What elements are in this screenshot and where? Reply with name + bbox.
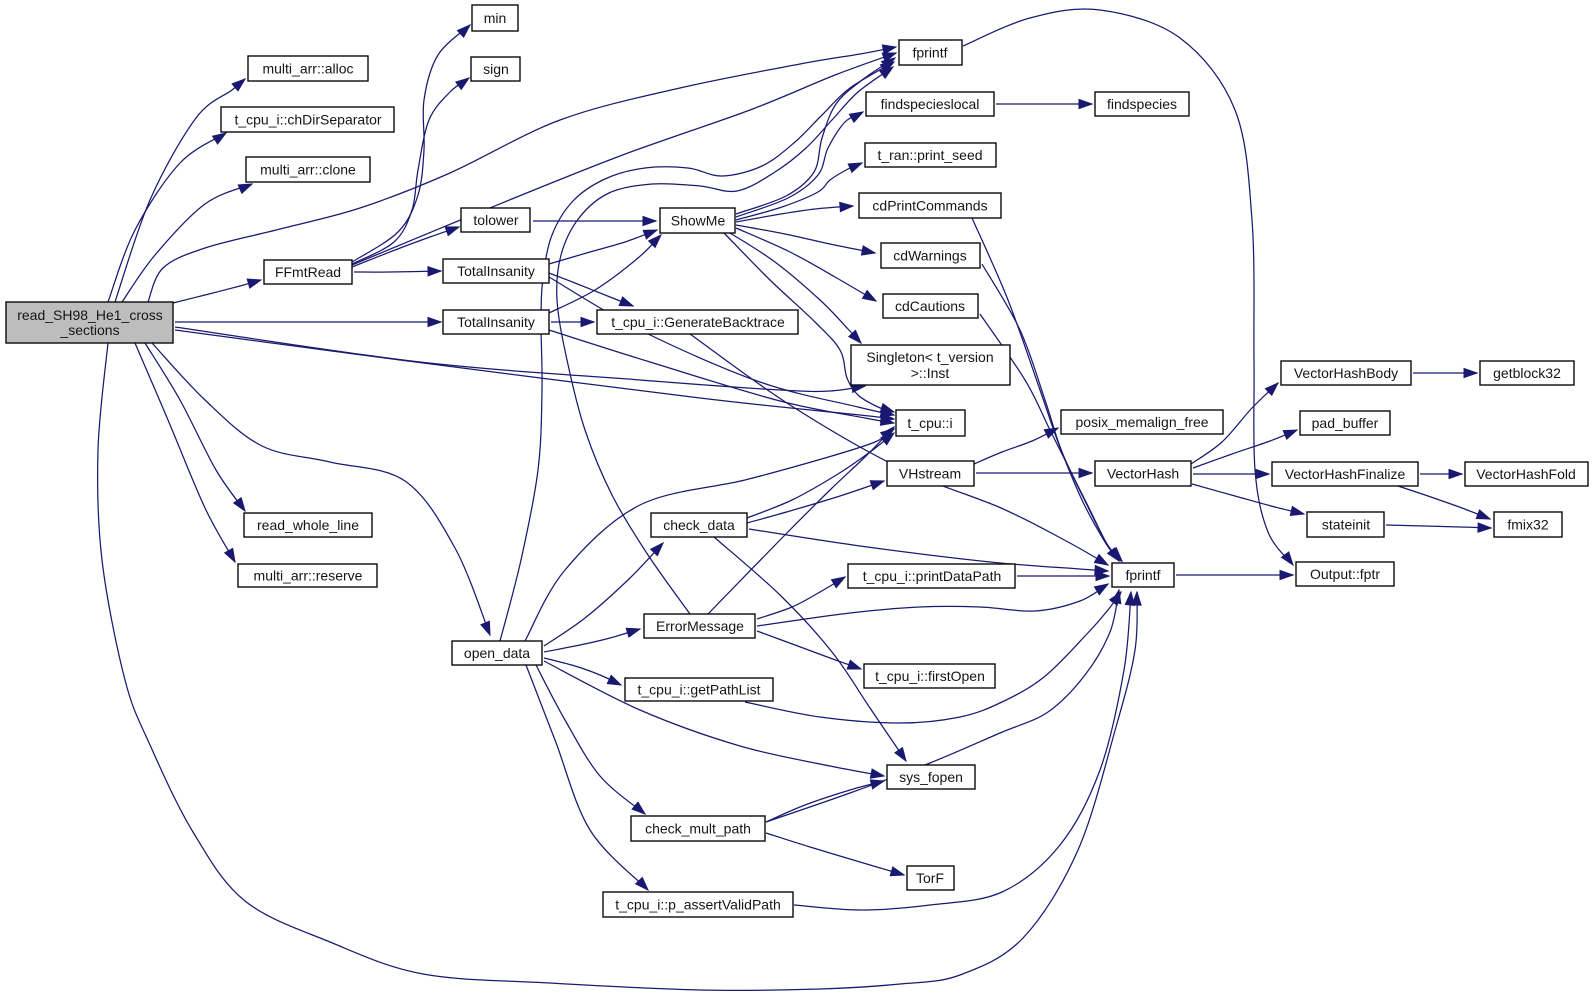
svg-text:VectorHashFinalize: VectorHashFinalize bbox=[1285, 466, 1406, 482]
svg-text:TorF: TorF bbox=[916, 870, 944, 886]
svg-text:t_cpu_i::firstOpen: t_cpu_i::firstOpen bbox=[875, 668, 985, 684]
svg-text:ErrorMessage: ErrorMessage bbox=[656, 618, 744, 634]
svg-text:VHstream: VHstream bbox=[899, 466, 961, 482]
svg-text:Singleton< t_version: Singleton< t_version bbox=[866, 349, 993, 365]
svg-text:FFmtRead: FFmtRead bbox=[275, 264, 341, 280]
svg-text:check_data: check_data bbox=[663, 517, 735, 533]
svg-text:sign: sign bbox=[483, 61, 509, 77]
svg-text:read_whole_line: read_whole_line bbox=[257, 517, 359, 533]
svg-text:check_mult_path: check_mult_path bbox=[645, 821, 751, 837]
svg-text:getblock32: getblock32 bbox=[1493, 365, 1561, 381]
svg-text:findspecieslocal: findspecieslocal bbox=[881, 96, 980, 112]
svg-text:sys_fopen: sys_fopen bbox=[899, 769, 963, 785]
svg-text:pad_buffer: pad_buffer bbox=[1312, 415, 1379, 431]
svg-text:VectorHashBody: VectorHashBody bbox=[1294, 365, 1398, 381]
svg-text:cdWarnings: cdWarnings bbox=[893, 248, 966, 264]
svg-text:VectorHashFold: VectorHashFold bbox=[1476, 466, 1576, 482]
svg-text:multi_arr::clone: multi_arr::clone bbox=[260, 162, 356, 178]
svg-text:ShowMe: ShowMe bbox=[671, 213, 726, 229]
svg-text:read_SH98_He1_cross: read_SH98_He1_cross bbox=[17, 307, 163, 323]
svg-text:t_cpu_i::chDirSeparator: t_cpu_i::chDirSeparator bbox=[234, 112, 381, 128]
svg-text:posix_memalign_free: posix_memalign_free bbox=[1075, 414, 1208, 430]
svg-text:TotalInsanity: TotalInsanity bbox=[457, 263, 535, 279]
svg-text:multi_arr::reserve: multi_arr::reserve bbox=[254, 568, 363, 584]
svg-text:TotalInsanity: TotalInsanity bbox=[457, 314, 535, 330]
svg-text:cdPrintCommands: cdPrintCommands bbox=[872, 198, 987, 214]
svg-text:t_ran::print_seed: t_ran::print_seed bbox=[877, 147, 982, 163]
svg-text:_sections: _sections bbox=[59, 322, 119, 338]
svg-text:fprintf: fprintf bbox=[912, 45, 947, 61]
svg-text:t_cpu_i::printDataPath: t_cpu_i::printDataPath bbox=[863, 568, 1002, 584]
svg-text:t_cpu_i::getPathList: t_cpu_i::getPathList bbox=[638, 682, 761, 698]
svg-text:cdCautions: cdCautions bbox=[895, 298, 965, 314]
svg-text:min: min bbox=[484, 10, 507, 26]
svg-text:>::Inst: >::Inst bbox=[911, 365, 950, 381]
svg-text:fprintf: fprintf bbox=[1125, 567, 1160, 583]
svg-text:VectorHash: VectorHash bbox=[1107, 466, 1179, 482]
svg-text:fmix32: fmix32 bbox=[1507, 517, 1548, 533]
svg-text:t_cpu_i::p_assertValidPath: t_cpu_i::p_assertValidPath bbox=[615, 897, 781, 913]
svg-text:multi_arr::alloc: multi_arr::alloc bbox=[262, 61, 353, 77]
svg-text:tolower: tolower bbox=[473, 212, 518, 228]
svg-text:t_cpu_i::GenerateBacktrace: t_cpu_i::GenerateBacktrace bbox=[611, 314, 785, 330]
svg-text:stateinit: stateinit bbox=[1322, 517, 1370, 533]
svg-text:Output::fptr: Output::fptr bbox=[1310, 566, 1380, 582]
svg-text:t_cpu::i: t_cpu::i bbox=[907, 415, 952, 431]
svg-text:open_data: open_data bbox=[464, 645, 530, 661]
svg-text:findspecies: findspecies bbox=[1107, 96, 1177, 112]
